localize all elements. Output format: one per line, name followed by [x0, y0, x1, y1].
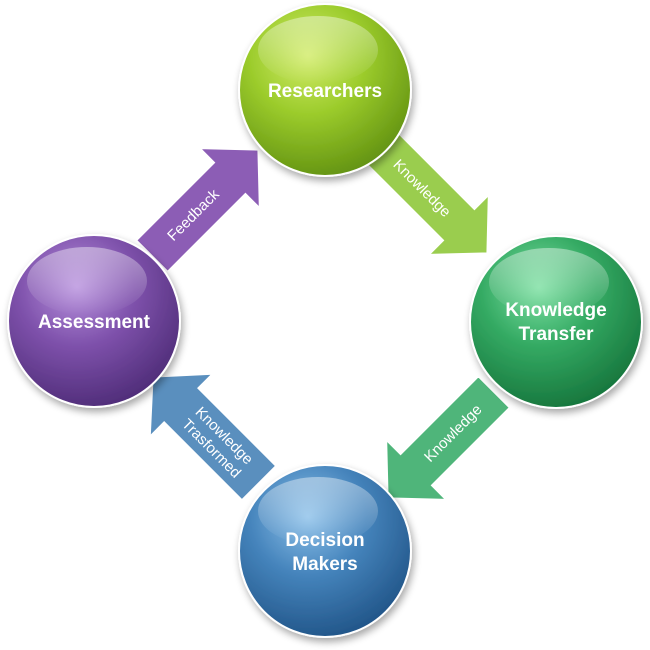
arrow-shape — [149, 373, 277, 501]
arrow-shape — [364, 130, 490, 256]
node-label-knowledge-transfer-2: Transfer — [519, 324, 595, 345]
node-knowledge-transfer: Knowledge Transfer — [469, 235, 643, 409]
node-assessment: Assessment — [7, 234, 181, 408]
arrow-shape — [135, 147, 261, 273]
arrow-shape — [385, 375, 511, 501]
node-label-decision-makers-2: Makers — [292, 554, 358, 575]
arrow-decision-to-assessment: Knowledge Trasformed — [149, 373, 277, 501]
node-label-assessment: Assessment — [38, 312, 151, 333]
node-label-researchers: Researchers — [268, 81, 382, 102]
node-researchers: Researchers — [238, 3, 412, 177]
node-decision-makers: Decision Makers — [238, 464, 412, 638]
node-label-knowledge-transfer-1: Knowledge — [505, 300, 606, 321]
node-label-decision-makers-1: Decision — [285, 530, 364, 551]
